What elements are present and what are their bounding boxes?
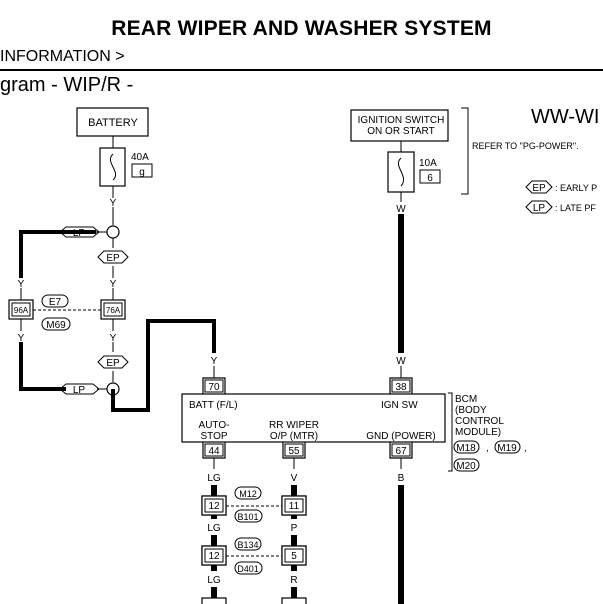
connector-76a-label: 76A xyxy=(106,306,121,315)
joint-pin: 12 xyxy=(208,501,220,512)
battery-label: BATTERY xyxy=(88,117,138,129)
wire-color-y: Y xyxy=(18,279,25,290)
bcm-name-3: CONTROL xyxy=(455,416,504,427)
connector-e7: E7 xyxy=(49,297,62,308)
bcm-box xyxy=(181,393,446,443)
page-title: REAR WIPER AND WASHER SYSTEM xyxy=(111,17,492,40)
bcm-pin-55: 55 xyxy=(288,446,300,457)
refer-note: REFER TO "PG-POWER". xyxy=(472,141,579,151)
ignition-label-1: IGNITION SWITCH xyxy=(358,115,445,126)
bcm-label-auto-2: STOP xyxy=(200,431,227,442)
joint-connector-b134-right xyxy=(281,545,307,566)
legend-ep-code: EP xyxy=(532,183,546,194)
wire-color-p: P xyxy=(291,523,298,534)
wire-color-r: R xyxy=(290,575,297,586)
connector-m12: M12 xyxy=(239,489,257,499)
ignition-fuse-amp: 10A xyxy=(419,158,437,169)
joint-pin: 11 xyxy=(289,501,300,512)
battery-fuse-no: g xyxy=(139,167,145,178)
ignition-label-2: ON OR START xyxy=(367,126,434,137)
wire-color-lg: LG xyxy=(207,523,221,534)
bcm-name-4: MODULE) xyxy=(455,427,501,438)
wire-color-y: Y xyxy=(110,279,117,290)
bcm-label-gnd: GND (POWER) xyxy=(366,431,435,442)
bcm-pin-67: 67 xyxy=(395,446,407,457)
battery-fuse-amp: 40A xyxy=(131,152,149,163)
joint-pin: 12 xyxy=(208,551,220,562)
bcm-name-1: BCM xyxy=(455,394,477,405)
legend-lp-text: : LATE PF xyxy=(555,203,596,213)
bcm-pin-70: 70 xyxy=(208,382,220,393)
wire-color-y: Y xyxy=(211,356,218,367)
bcm-label-rr-1: RR WIPER xyxy=(269,420,319,431)
connector-d401: D401 xyxy=(237,564,259,574)
ep-tag: EP xyxy=(106,253,120,264)
breadcrumb[interactable]: INFORMATION > xyxy=(0,48,125,65)
legend-ep-text: : EARLY P xyxy=(555,183,597,193)
wire-color-y: Y xyxy=(18,333,25,344)
legend-lp-code: LP xyxy=(533,203,546,214)
wire-color-v: V xyxy=(291,473,298,484)
wire-color-b: B xyxy=(398,473,405,484)
ignition-fuse-no: 6 xyxy=(427,173,433,184)
joint-connector-m12-left xyxy=(201,495,227,516)
bcm-pin-38: 38 xyxy=(395,382,407,393)
joint-connector-b134-left xyxy=(201,545,227,566)
ep-tag: EP xyxy=(106,358,120,369)
connector-m69: M69 xyxy=(46,320,66,331)
header-divider xyxy=(0,69,603,71)
bcm-label-rr-2: O/P (MTR) xyxy=(270,431,318,442)
joint-connector-m12-right xyxy=(281,495,307,516)
joint-pin: 5 xyxy=(291,551,297,562)
lp-tag: LP xyxy=(73,385,86,396)
comma: , xyxy=(524,443,527,454)
bcm-pin-44: 44 xyxy=(208,446,220,457)
wire-color-y: Y xyxy=(110,333,117,344)
wire-color-y: Y xyxy=(110,198,117,209)
bcm-label-ign: IGN SW xyxy=(381,400,418,411)
diagram-subtitle: gram - WIP/R - xyxy=(0,74,134,96)
bcm-connector-m19: M19 xyxy=(497,443,517,454)
lp-tag: LP xyxy=(73,228,86,239)
lp-splice-circle xyxy=(106,225,120,239)
diagram-code: WW-WI xyxy=(531,106,600,128)
ignition-switch-box xyxy=(350,109,449,142)
bcm-connector-m20: M20 xyxy=(456,461,476,472)
comma: , xyxy=(486,443,489,454)
bcm-label-auto-1: AUTO- xyxy=(199,420,230,431)
wire-color-w: W xyxy=(396,204,406,215)
connector-96a-label: 96A xyxy=(14,306,29,315)
bcm-connector-m18: M18 xyxy=(456,443,476,454)
wire-color-w: W xyxy=(396,356,406,367)
wire-color-lg: LG xyxy=(207,575,221,586)
connector-b134: B134 xyxy=(237,540,258,550)
bcm-name-2: (BODY xyxy=(455,405,487,416)
wire-color-lg: LG xyxy=(207,473,221,484)
connector-b101: B101 xyxy=(237,512,258,522)
bcm-label-batt: BATT (F/L) xyxy=(189,400,238,411)
